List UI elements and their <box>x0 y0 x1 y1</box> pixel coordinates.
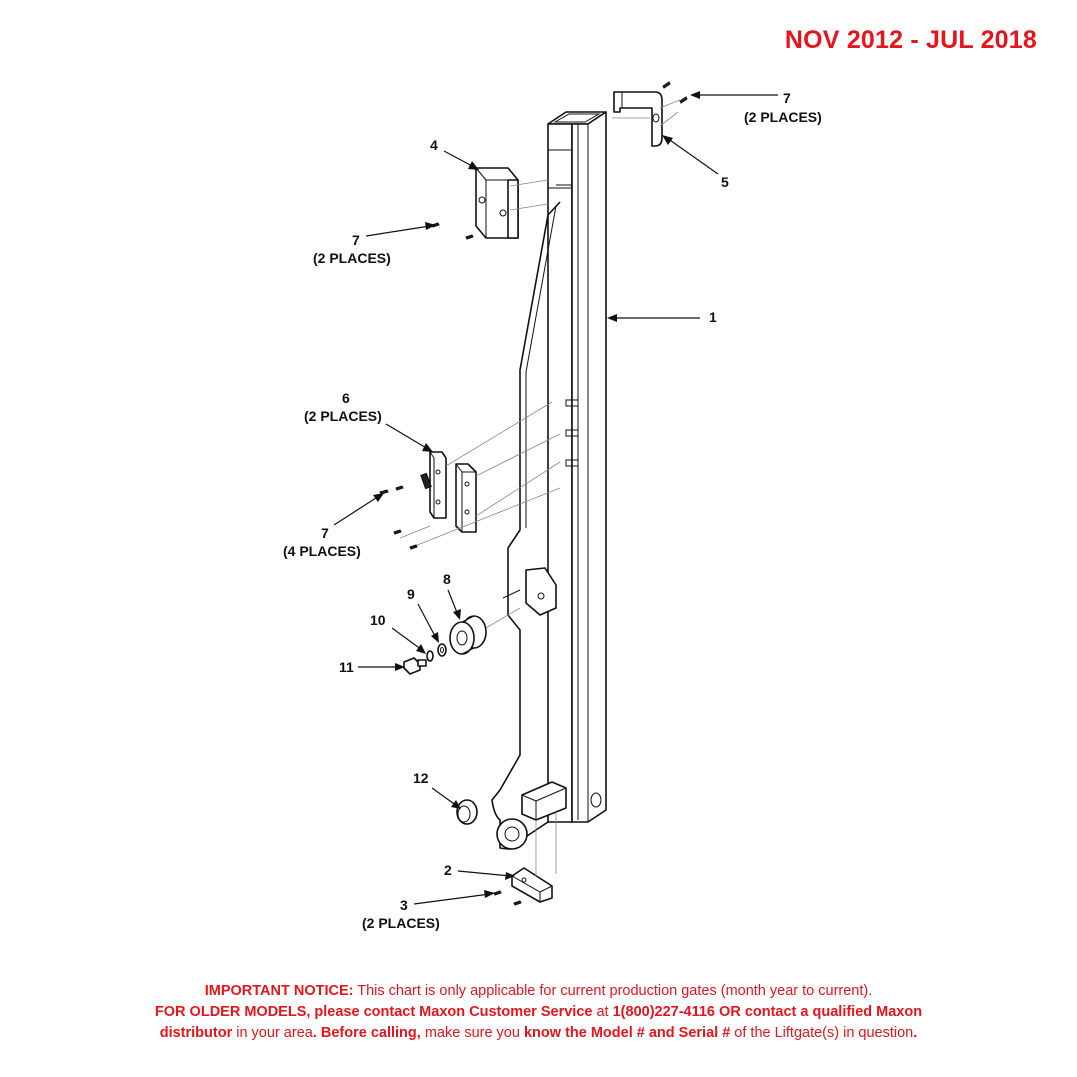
callout-5: 5 <box>721 174 729 190</box>
callout-4: 4 <box>430 137 438 153</box>
notice-line-3: distributor in your area. Before calling… <box>110 1023 967 1044</box>
callout-3: 3 <box>400 897 408 913</box>
notice-distributor: distributor <box>159 1025 233 1041</box>
notice-before-calling: Before calling, <box>316 1025 421 1041</box>
notice-or-contact: OR contact a qualified Maxon <box>715 1004 923 1020</box>
notice-period-1: . <box>312 1025 317 1041</box>
notice-at: at <box>592 1004 613 1020</box>
notice-line1-rest: This chart is only applicable for curren… <box>353 983 873 999</box>
roller-part-8 <box>449 589 521 655</box>
notice-period-2: . <box>913 1025 918 1041</box>
callout-7-upper-left-qty: (2 PLACES) <box>313 250 391 266</box>
callout-6-qty: (2 PLACES) <box>304 408 382 424</box>
callout-6: 6 <box>342 390 350 406</box>
notice-older-models: FOR OLDER MODELS, please contact Maxon C… <box>154 1004 593 1020</box>
callout-2: 2 <box>444 862 452 878</box>
callout-7-top-right: 7 <box>783 90 791 106</box>
notice-make-sure: make sure you <box>420 1025 524 1041</box>
important-notice: IMPORTANT NOTICE: This chart is only app… <box>110 981 967 1044</box>
notice-know: know the Model # and Serial # <box>523 1025 731 1041</box>
top-bracket-part-5 <box>612 91 681 147</box>
notice-line-2: FOR OLDER MODELS, please contact Maxon C… <box>110 1002 967 1023</box>
guide-blocks-part-6 <box>399 401 561 549</box>
lock-washer-part-10 <box>426 650 434 662</box>
bushing-part-12 <box>456 799 478 825</box>
bolt-part-11 <box>403 657 427 675</box>
upper-bracket-part-4 <box>475 167 549 239</box>
callout-7-mid-left: 7 <box>321 525 329 541</box>
washer-part-9 <box>437 643 447 657</box>
callout-8: 8 <box>443 571 451 587</box>
callout-9: 9 <box>407 586 415 602</box>
callout-12: 12 <box>413 770 429 786</box>
pin-bracket <box>525 567 557 616</box>
notice-in-area: in your area <box>232 1025 313 1041</box>
callout-11: 11 <box>339 659 354 675</box>
screws-7-top-right <box>662 81 688 104</box>
notice-lead: IMPORTANT NOTICE: <box>204 983 354 999</box>
column-assembly <box>547 111 607 823</box>
bottom-pivot-boss <box>496 818 528 850</box>
callout-7-upper-left: 7 <box>352 232 360 248</box>
callout-7-mid-left-qty: (4 PLACES) <box>283 543 361 559</box>
screws-7-mid-left <box>379 485 418 550</box>
callout-10: 10 <box>370 612 386 628</box>
leader-lines <box>333 91 778 905</box>
screws-3 <box>493 890 522 906</box>
bottom-plate-part-2 <box>511 812 557 903</box>
notice-of-the: of the Liftgate(s) in question <box>730 1025 914 1041</box>
screws-7-upper-left <box>431 222 474 240</box>
notice-phone: 1(800)227-4116 <box>612 1004 716 1020</box>
notice-line-1: IMPORTANT NOTICE: This chart is only app… <box>110 981 967 1002</box>
callout-1: 1 <box>709 309 717 325</box>
callout-7-top-right-qty: (2 PLACES) <box>744 109 822 125</box>
bottom-block <box>521 781 567 821</box>
callout-3-qty: (2 PLACES) <box>362 915 440 931</box>
date-range-title: NOV 2012 - JUL 2018 <box>784 26 1037 54</box>
